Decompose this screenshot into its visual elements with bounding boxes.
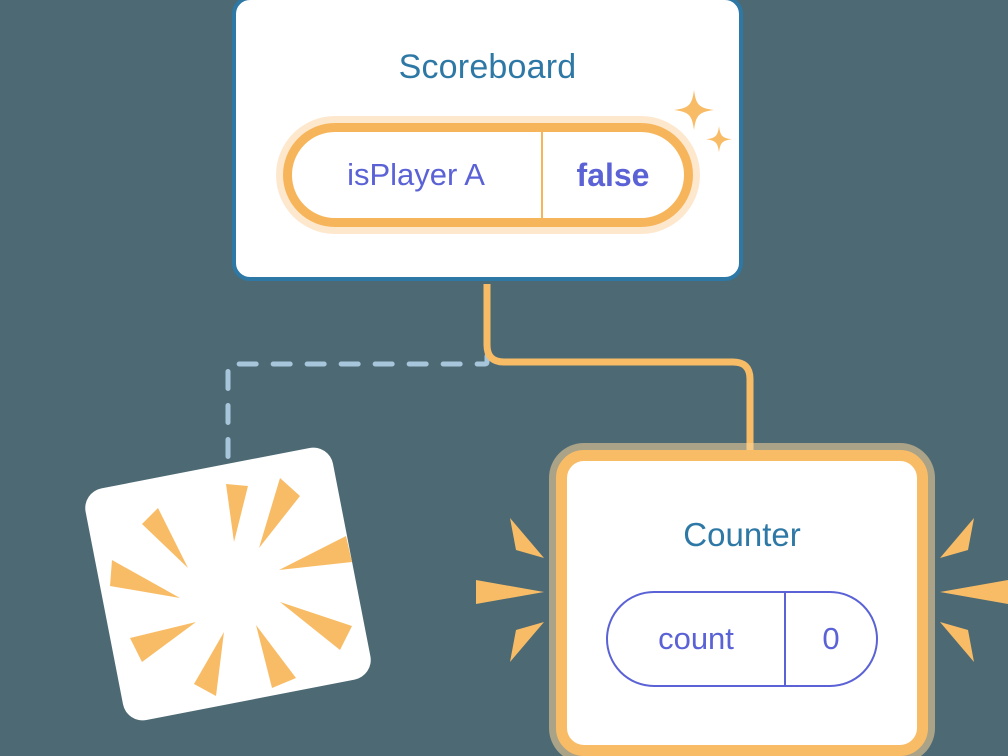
connector-scoreboard-to-counter <box>483 284 754 460</box>
scoreboard-state-key: isPlayer A <box>347 157 485 192</box>
scoreboard-pill-divider <box>540 132 543 218</box>
counter-state-pill[interactable]: count 0 <box>606 591 878 687</box>
scoreboard-state-value: false <box>576 156 650 193</box>
scoreboard-card[interactable]: Scoreboard isPlayer A false <box>232 0 743 281</box>
counter-state-key: count <box>658 621 734 656</box>
connector-scoreboard-to-blank-card <box>225 285 490 475</box>
scoreboard-title: Scoreboard <box>398 48 577 86</box>
counter-state-value: 0 <box>822 621 840 656</box>
counter-pill-divider <box>784 593 786 685</box>
counter-title: Counter <box>683 516 801 553</box>
blank-card[interactable] <box>81 444 375 724</box>
scoreboard-state-pill[interactable]: isPlayer A false <box>282 123 693 227</box>
counter-card[interactable]: Counter count 0 <box>556 450 928 756</box>
blank-card-group[interactable] <box>81 444 375 724</box>
